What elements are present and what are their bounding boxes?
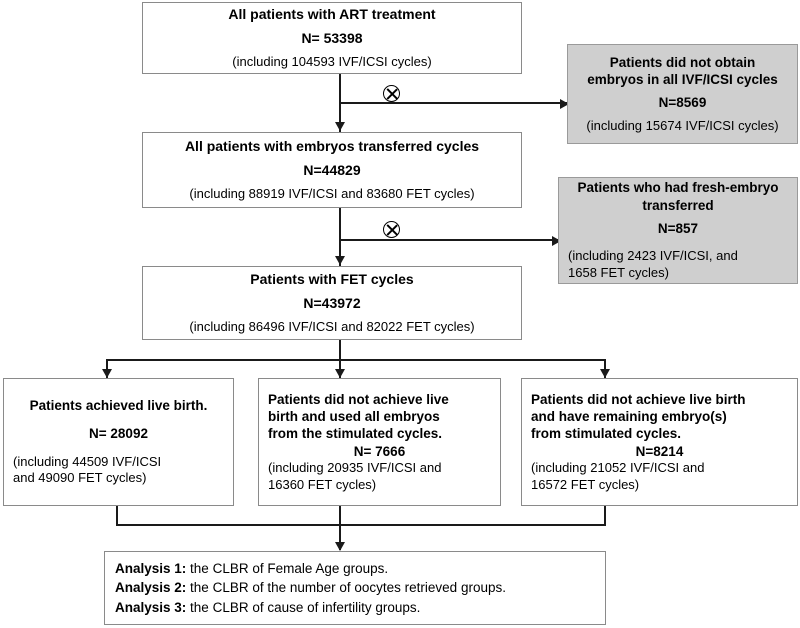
- node-embryos-transferred: All patients with embryos transferred cy…: [142, 132, 522, 208]
- arrowhead-transferred-to-fet: [335, 256, 345, 265]
- node-all-art-patients: All patients with ART treatment N= 53398…: [142, 2, 522, 74]
- node-all-art-title: All patients with ART treatment: [228, 5, 436, 22]
- connector-split-right: [604, 359, 606, 378]
- node-remaining-embryos-detail-line2: 16572 FET cycles): [531, 476, 640, 492]
- node-remaining-embryos-count: N=8214: [635, 443, 684, 459]
- node-no-embryos-title-line1: Patients did not obtain: [609, 54, 756, 70]
- analysis-3-text: the CLBR of cause of infertility groups.: [186, 599, 421, 615]
- node-all-art-count: N= 53398: [301, 29, 363, 46]
- connector-split-left: [106, 359, 108, 378]
- connector-converge-middle-stub: [339, 506, 341, 526]
- circled-times-icon-fresh-embryo: [383, 221, 400, 238]
- node-embryos-transferred-detail: (including 88919 IVF/ICSI and 83680 FET …: [189, 185, 475, 201]
- analysis-item-1: Analysis 1: the CLBR of Female Age group…: [105, 562, 605, 576]
- node-remaining-embryos-title-line1: Patients did not achieve live birth: [531, 391, 746, 407]
- node-used-all-embryos-count: N= 7666: [353, 443, 406, 459]
- node-remaining-embryos: Patients did not achieve live birth and …: [521, 378, 798, 506]
- node-achieved-live-birth: Patients achieved live birth. N= 28092 (…: [3, 378, 234, 506]
- circled-times-icon-no-embryos: [383, 85, 400, 102]
- node-fresh-embryo-detail-line2: 1658 FET cycles): [568, 264, 669, 280]
- connector-transferred-to-fet: [339, 207, 341, 266]
- node-fet-cycles: Patients with FET cycles N=43972 (includ…: [142, 266, 522, 340]
- connector-split-bar: [106, 359, 606, 361]
- node-no-embryos-obtained: Patients did not obtain embryos in all I…: [567, 44, 798, 144]
- node-used-all-embryos-title-line2: birth and used all embryos: [268, 409, 440, 425]
- node-fresh-embryo-transferred: Patients who had fresh-embryo transferre…: [558, 177, 798, 284]
- analysis-1-label: Analysis 1:: [115, 560, 187, 576]
- node-fresh-embryo-count: N=857: [657, 221, 699, 236]
- arrowhead-split-left: [102, 369, 112, 378]
- node-embryos-transferred-title: All patients with embryos transferred cy…: [184, 137, 480, 154]
- node-used-all-embryos-title-line3: from the stimulated cycles.: [268, 426, 443, 442]
- node-no-embryos-title-line2: embryos in all IVF/ICSI cycles: [587, 72, 778, 88]
- node-live-birth-detail-line2: and 49090 FET cycles): [13, 470, 147, 486]
- node-remaining-embryos-detail-line1: (including 21052 IVF/ICSI and: [531, 459, 705, 475]
- connector-converge-bar: [116, 524, 606, 526]
- node-live-birth-count: N= 28092: [89, 426, 148, 442]
- arrowhead-to-analysis: [335, 542, 345, 551]
- analysis-2-label: Analysis 2:: [115, 580, 187, 596]
- analysis-item-2: Analysis 2: the CLBR of the number of oo…: [105, 581, 605, 595]
- node-fet-cycles-title: Patients with FET cycles: [250, 270, 414, 287]
- analysis-item-3: Analysis 3: the CLBR of cause of inferti…: [105, 601, 605, 615]
- node-all-art-detail: (including 104593 IVF/ICSI cycles): [232, 53, 432, 69]
- node-remaining-embryos-title-line3: from stimulated cycles.: [531, 426, 682, 442]
- analysis-1-text: the CLBR of Female Age groups.: [186, 560, 389, 576]
- node-live-birth-title: Patients achieved live birth.: [29, 398, 208, 414]
- node-live-birth-detail-line1: (including 44509 IVF/ICSI: [13, 453, 162, 469]
- arrowhead-split-right: [600, 369, 610, 378]
- node-fresh-embryo-detail-line1: (including 2423 IVF/ICSI, and: [568, 248, 738, 264]
- connector-to-no-embryos: [339, 102, 569, 104]
- node-used-all-embryos-title-line1: Patients did not achieve live: [268, 391, 449, 407]
- node-fresh-embryo-title-line1: Patients who had fresh-embryo: [577, 180, 779, 196]
- node-no-embryos-detail: (including 15674 IVF/ICSI cycles): [586, 117, 779, 133]
- node-remaining-embryos-title-line2: and have remaining embryo(s): [531, 409, 727, 425]
- node-no-embryos-count: N=8569: [658, 95, 707, 111]
- arrowhead-to-fresh-embryo: [552, 236, 561, 246]
- node-fet-cycles-detail: (including 86496 IVF/ICSI and 82022 FET …: [189, 318, 475, 334]
- connector-to-fresh-embryo: [339, 239, 561, 241]
- node-fet-cycles-count: N=43972: [303, 294, 361, 311]
- connector-converge-left: [116, 505, 118, 526]
- arrowhead-art-to-transferred: [335, 122, 345, 131]
- node-used-all-embryos-detail-line2: 16360 FET cycles): [268, 476, 377, 492]
- connector-fet-down: [339, 339, 341, 361]
- analysis-3-label: Analysis 3:: [115, 599, 187, 615]
- arrowhead-to-no-embryos: [560, 99, 569, 109]
- node-fresh-embryo-title-line2: transferred: [642, 197, 714, 213]
- node-used-all-embryos-detail-line1: (including 20935 IVF/ICSI and: [268, 459, 442, 475]
- connector-split-middle: [339, 359, 341, 378]
- node-embryos-transferred-count: N=44829: [303, 161, 361, 178]
- connector-to-analysis: [339, 524, 341, 550]
- connector-converge-right: [604, 505, 606, 526]
- arrowhead-split-middle: [335, 369, 345, 378]
- node-analysis-list: Analysis 1: the CLBR of Female Age group…: [104, 551, 606, 625]
- analysis-2-text: the CLBR of the number of oocytes retrie…: [186, 580, 506, 596]
- node-used-all-embryos: Patients did not achieve live birth and …: [258, 378, 501, 506]
